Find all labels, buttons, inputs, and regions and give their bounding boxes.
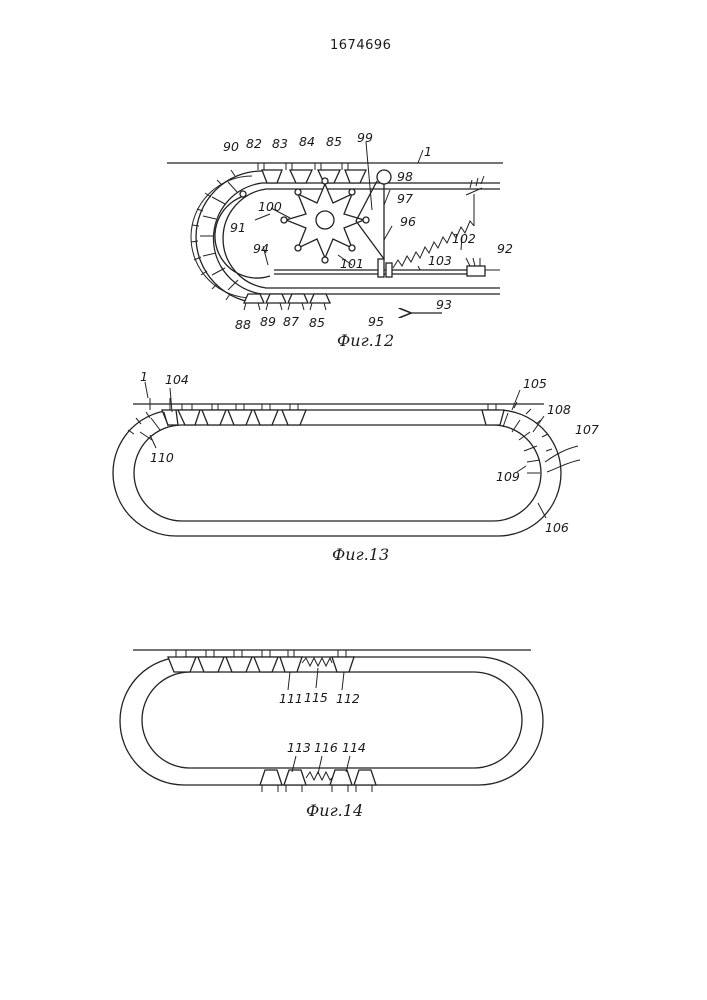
fig13-caption: Фиг.13 xyxy=(332,545,389,564)
spring-116 xyxy=(306,772,332,780)
svg-text:92: 92 xyxy=(497,241,513,256)
svg-text:98: 98 xyxy=(397,169,413,184)
svg-text:94: 94 xyxy=(253,241,269,256)
svg-text:105: 105 xyxy=(523,376,547,391)
latch-95 xyxy=(378,259,384,277)
svg-text:106: 106 xyxy=(545,520,569,535)
svg-text:107: 107 xyxy=(575,422,599,437)
figure-13: 1 104 105 108 107 110 109 106 Фиг.13 xyxy=(113,369,599,564)
svg-text:97: 97 xyxy=(397,191,413,206)
svg-text:110: 110 xyxy=(150,450,174,465)
svg-text:108: 108 xyxy=(547,402,571,417)
lever-pivot-98 xyxy=(377,170,391,184)
svg-text:101: 101 xyxy=(340,256,364,271)
top-spikes xyxy=(258,163,348,170)
fig12-leaders xyxy=(255,142,462,270)
fig14-leaders xyxy=(288,668,350,774)
svg-text:100: 100 xyxy=(258,199,282,214)
curved-plates xyxy=(200,182,238,290)
patent-number: 1674696 xyxy=(330,38,391,53)
fig13-leaders xyxy=(145,382,546,518)
top-spikes xyxy=(176,650,346,657)
unit-92 xyxy=(467,266,485,276)
bottom-spikes xyxy=(244,303,326,310)
svg-text:102: 102 xyxy=(452,231,476,246)
wheel-hub xyxy=(316,211,334,229)
svg-text:82: 82 xyxy=(246,136,262,151)
svg-text:84: 84 xyxy=(299,134,315,149)
figure-14: 111 115 112 113 116 114 Фиг.14 xyxy=(120,650,543,820)
track-inner xyxy=(134,425,541,521)
curved-rim xyxy=(196,171,262,303)
track-outer xyxy=(120,657,543,785)
svg-text:91: 91 xyxy=(230,220,246,235)
latch-95-b xyxy=(386,263,392,277)
svg-text:89: 89 xyxy=(260,314,276,329)
svg-text:96: 96 xyxy=(400,214,416,229)
svg-text:116: 116 xyxy=(314,740,338,755)
bottom-lugs xyxy=(244,294,330,303)
bottom-spikes xyxy=(262,785,372,792)
svg-text:104: 104 xyxy=(165,372,189,387)
svg-text:103: 103 xyxy=(428,253,452,268)
svg-text:88: 88 xyxy=(235,317,251,332)
svg-text:114: 114 xyxy=(342,740,366,755)
spring-115 xyxy=(302,658,332,666)
cable-107-b xyxy=(547,460,580,472)
svg-text:87: 87 xyxy=(283,314,299,329)
svg-text:111: 111 xyxy=(279,691,303,706)
svg-text:115: 115 xyxy=(304,690,328,705)
top-lugs xyxy=(262,170,366,183)
svg-text:85: 85 xyxy=(326,134,342,149)
track-outer xyxy=(113,410,561,536)
svg-text:93: 93 xyxy=(436,297,452,312)
top-lugs xyxy=(162,410,504,425)
fig14-caption: Фиг.14 xyxy=(306,801,363,820)
fig12-caption: Фиг.12 xyxy=(337,331,394,350)
figure-12: 1 90 82 83 84 85 99 98 97 100 96 91 94 1… xyxy=(167,130,513,350)
top-lugs xyxy=(168,657,354,672)
svg-text:1: 1 xyxy=(424,144,432,159)
svg-text:83: 83 xyxy=(272,136,288,151)
svg-text:99: 99 xyxy=(357,130,373,145)
left-curved-spikes xyxy=(128,412,150,434)
svg-text:85: 85 xyxy=(309,315,325,330)
svg-text:1: 1 xyxy=(140,369,148,384)
guide-pin xyxy=(240,191,246,197)
svg-text:90: 90 xyxy=(223,139,239,154)
svg-text:113: 113 xyxy=(287,740,311,755)
svg-text:112: 112 xyxy=(336,691,360,706)
svg-text:109: 109 xyxy=(496,469,520,484)
cable-107 xyxy=(545,446,578,462)
svg-text:95: 95 xyxy=(368,314,384,329)
